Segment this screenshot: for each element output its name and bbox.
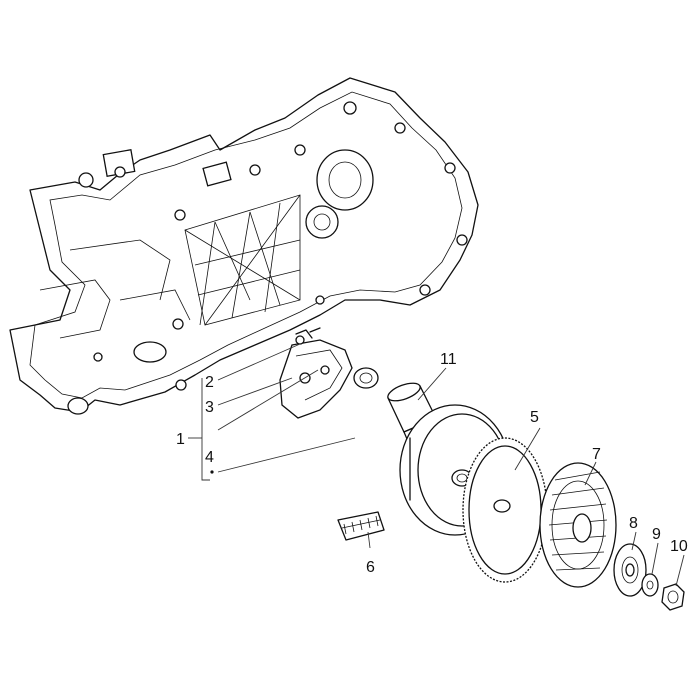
callout-2: 2 bbox=[205, 374, 214, 391]
callout-8: 8 bbox=[629, 515, 638, 532]
starter-gear bbox=[462, 437, 548, 583]
hub-bearing bbox=[613, 543, 647, 597]
variator-back-plate bbox=[279, 327, 353, 419]
callout-4: 4 bbox=[205, 449, 214, 466]
callout-11: 11 bbox=[440, 351, 457, 368]
leader-lines bbox=[188, 343, 685, 587]
nut bbox=[661, 583, 685, 611]
cooling-fan bbox=[539, 462, 617, 588]
callout-7: 7 bbox=[592, 446, 601, 463]
callout-labels: 1 2 3 4 5 6 7 8 9 10 11 bbox=[176, 351, 688, 576]
callout-9: 9 bbox=[652, 526, 661, 543]
roller-weights bbox=[337, 511, 385, 541]
small-bushing bbox=[353, 367, 379, 389]
callout-1: 1 bbox=[176, 431, 185, 448]
callout-5: 5 bbox=[530, 409, 539, 426]
callout-3: 3 bbox=[205, 399, 214, 416]
crankcase-housing bbox=[9, 77, 479, 415]
washer bbox=[641, 573, 659, 597]
callout-6: 6 bbox=[366, 559, 375, 576]
leader-dot bbox=[210, 470, 214, 474]
callout-10: 10 bbox=[670, 538, 688, 555]
